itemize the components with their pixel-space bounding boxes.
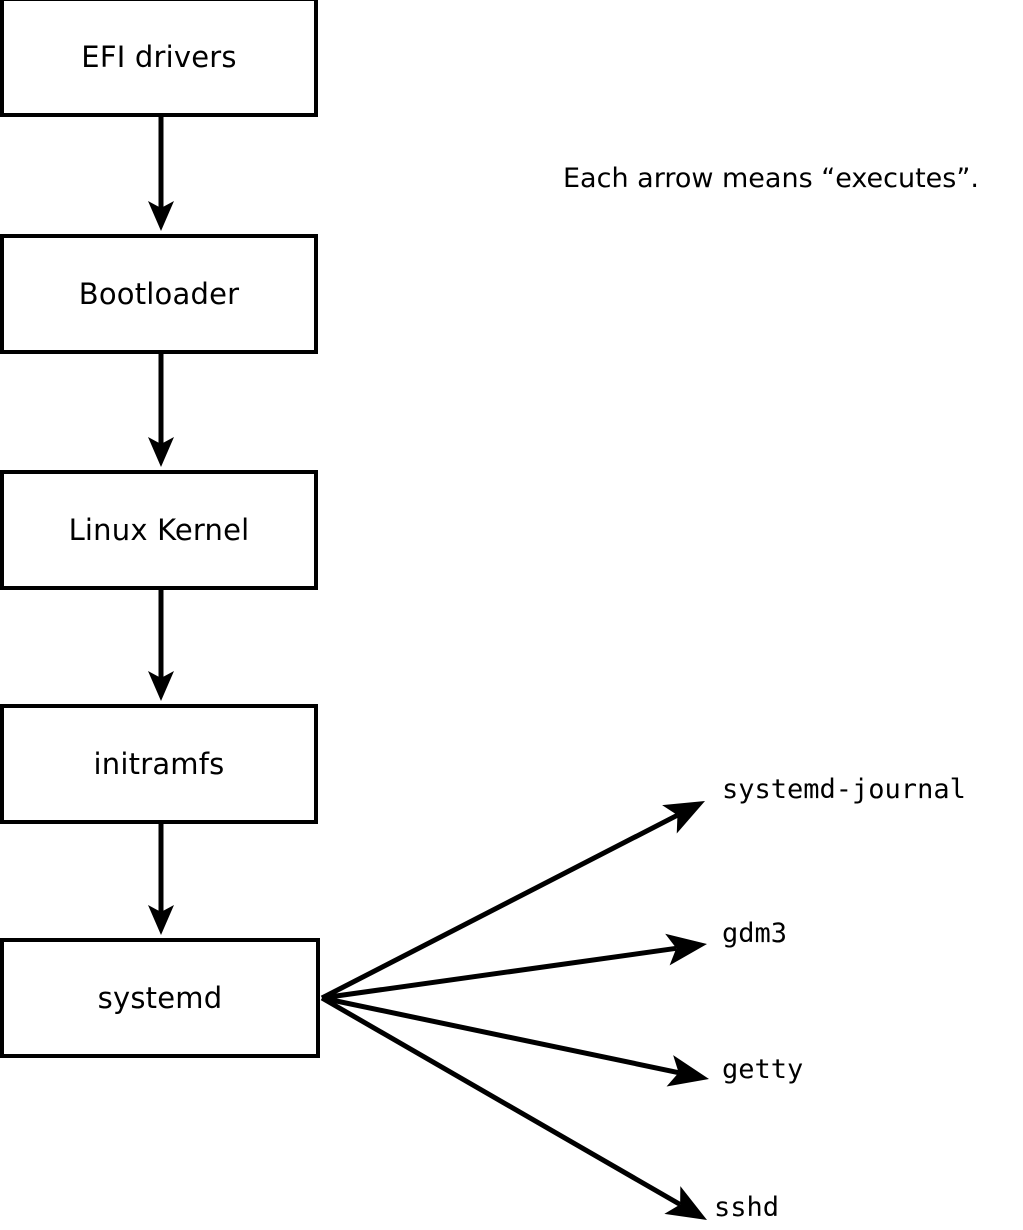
fan-edge-group bbox=[320, 801, 709, 1220]
node-bootloader[interactable]: Bootloader bbox=[0, 234, 318, 354]
node-linux-kernel[interactable]: Linux Kernel bbox=[0, 470, 318, 590]
leaf-label-gdm3[interactable]: gdm3 bbox=[722, 918, 788, 949]
node-initramfs[interactable]: initramfs bbox=[0, 704, 318, 824]
legend-note: Each arrow means “executes”. bbox=[563, 163, 979, 194]
fan-arrow-shaft-systemd-to-getty bbox=[321, 995, 680, 1076]
node-label-initramfs: initramfs bbox=[93, 746, 225, 781]
node-label-bootloader: Bootloader bbox=[78, 276, 240, 311]
chain-arrow-head-linux-kernel-to-initramfs bbox=[148, 671, 174, 701]
node-systemd[interactable]: systemd bbox=[0, 938, 320, 1058]
fan-arrow-head-systemd-to-getty bbox=[666, 1055, 709, 1087]
chain-arrow-head-efi-drivers-to-bootloader bbox=[148, 201, 174, 231]
leaf-label-getty[interactable]: getty bbox=[722, 1054, 804, 1085]
node-efi-drivers[interactable]: EFI drivers bbox=[0, 0, 318, 117]
chain-arrow-head-initramfs-to-systemd bbox=[148, 905, 174, 935]
fan-arrow-head-systemd-to-gdm3 bbox=[665, 933, 707, 966]
leaf-label-systemd-journal[interactable]: systemd-journal bbox=[722, 774, 966, 805]
node-label-efi-drivers: EFI drivers bbox=[81, 39, 237, 74]
node-label-linux-kernel: Linux Kernel bbox=[68, 512, 250, 547]
fan-arrow-head-systemd-to-sshd bbox=[664, 1186, 707, 1220]
fan-arrow-shaft-systemd-to-gdm3 bbox=[321, 945, 677, 1001]
chain-arrow-head-bootloader-to-linux-kernel bbox=[148, 437, 174, 467]
fan-arrow-shaft-systemd-to-systemd-journal bbox=[320, 812, 679, 1001]
node-label-systemd: systemd bbox=[97, 980, 223, 1015]
leaf-label-sshd[interactable]: sshd bbox=[714, 1192, 780, 1223]
fan-arrow-shaft-systemd-to-sshd bbox=[320, 995, 682, 1207]
fan-arrow-head-systemd-to-systemd-journal bbox=[662, 801, 705, 834]
